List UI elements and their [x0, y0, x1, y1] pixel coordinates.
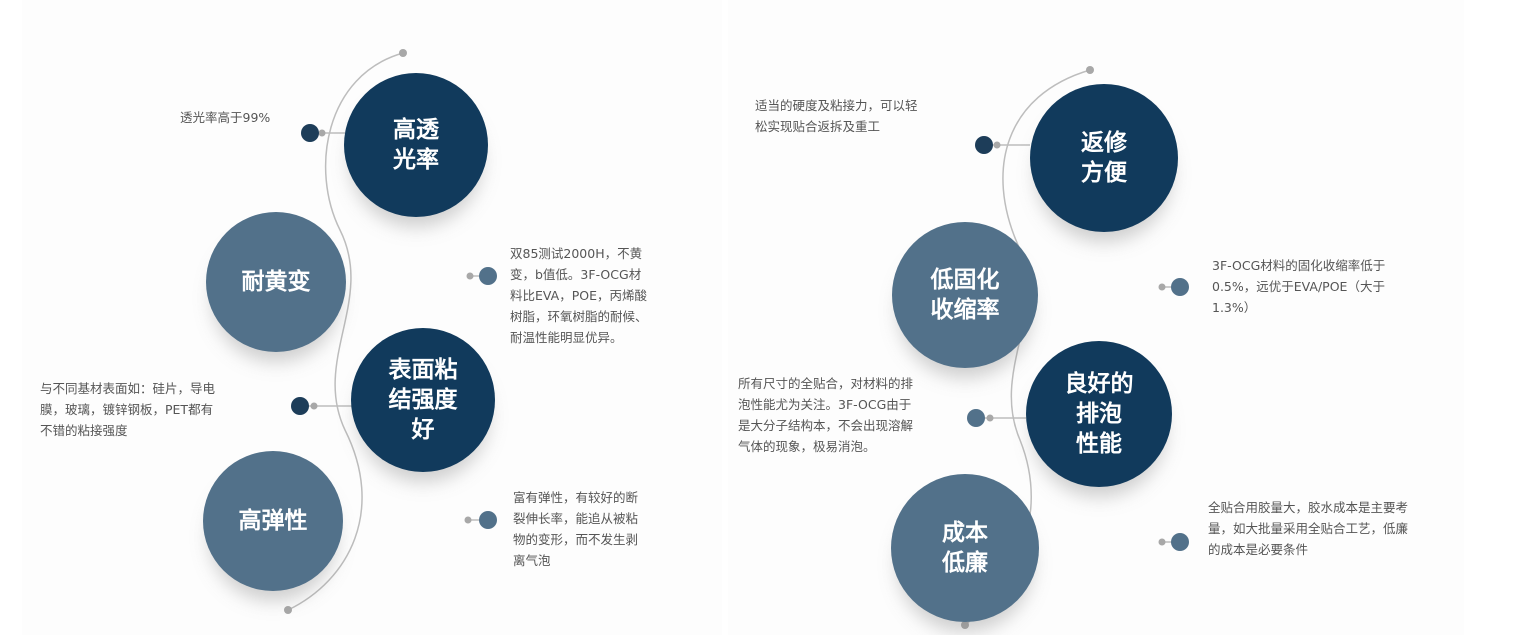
feature-description: 适当的硬度及粘接力，可以轻 松实现贴合返拆及重工 — [755, 98, 918, 134]
feature-circle-low-shrinkage: 低固化 收缩率 — [892, 222, 1038, 368]
dot-marker — [479, 511, 497, 529]
left-spine-curve — [287, 52, 404, 611]
feature-circle-low-cost: 成本 低廉 — [891, 474, 1039, 622]
feature-circle-yellowing-resistance: 耐黄变 — [206, 212, 346, 352]
feature-label: 高弹性 — [238, 508, 308, 534]
dot-marker — [301, 124, 319, 142]
feature-description: 全贴合用胶量大，胶水成本是主要考 量，如大批量采用全贴合工艺，低廉 的成本是必要… — [1208, 500, 1409, 557]
feature-circle-bubble-release: 良好的 排泡 性能 — [1026, 341, 1172, 487]
feature-description: 3F-OCG材料的固化收缩率低于 0.5%，远优于EVA/POE（大于 1.3%… — [1212, 258, 1386, 315]
feature-label: 成本 低廉 — [942, 520, 988, 576]
dot-marker — [291, 397, 309, 415]
dot-marker — [1171, 278, 1189, 296]
feature-circle-adhesion: 表面粘 结强度 好 — [351, 328, 495, 472]
feature-circle-high-transmittance: 高透 光率 — [344, 73, 488, 217]
feature-label: 表面粘 结强度 好 — [388, 357, 458, 443]
feature-description: 透光率高于99% — [180, 110, 271, 125]
feature-description: 与不同基材表面如：硅片，导电 膜，玻璃，镀锌钢板，PET都有 不错的粘接强度 — [40, 381, 216, 438]
feature-label: 耐黄变 — [241, 269, 311, 295]
feature-label: 返修 方便 — [1081, 130, 1127, 186]
feature-label: 低固化 收缩率 — [930, 267, 1000, 323]
feature-description: 双85测试2000H，不黄 变，b值低。3F-OCG材 料比EVA，POE，丙烯… — [510, 246, 648, 345]
feature-description: 富有弹性，有较好的断 裂伸长率，能追从被粘 物的变形，而不发生剥 离气泡 — [513, 490, 639, 568]
dot-marker — [479, 267, 497, 285]
dot-marker — [1171, 533, 1189, 551]
dot-marker — [975, 136, 993, 154]
dot-marker — [967, 409, 985, 427]
feature-description: 所有尺寸的全贴合，对材料的排 泡性能尤为关注。3F-OCG由于 是大分子结构本，… — [738, 376, 914, 454]
feature-label: 良好的 排泡 性能 — [1064, 371, 1134, 457]
feature-label: 高透 光率 — [393, 117, 439, 173]
feature-circle-elasticity: 高弹性 — [203, 451, 343, 591]
feature-circle-easy-rework: 返修 方便 — [1030, 84, 1178, 232]
